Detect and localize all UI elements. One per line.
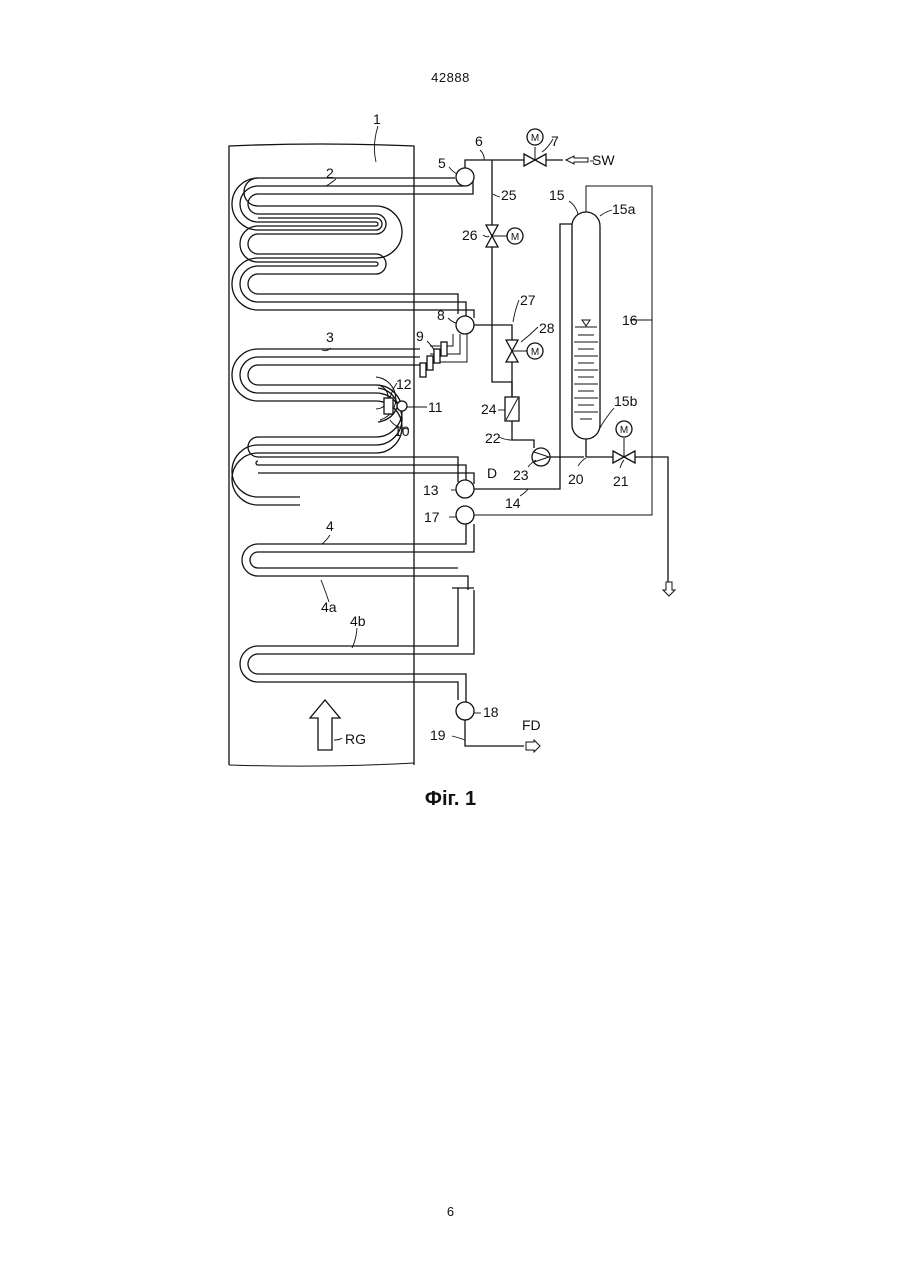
label-FD: FD: [522, 717, 541, 733]
motor-labels: M M M M: [511, 133, 628, 436]
label-16: 16: [622, 312, 638, 328]
label-4a: 4a: [321, 599, 337, 615]
flue-gas-arrow: [310, 700, 340, 750]
label-3: 3: [326, 329, 334, 345]
label-27: 27: [520, 292, 536, 308]
label-RG: RG: [345, 731, 366, 747]
motor-28-label: M: [531, 347, 539, 358]
header-5: [456, 168, 474, 186]
label-17: 17: [424, 509, 440, 525]
header-13: [456, 480, 474, 498]
label-26: 26: [462, 227, 478, 243]
label-11: 11: [428, 399, 443, 415]
label-28: 28: [539, 320, 555, 336]
label-1: 1: [373, 111, 381, 127]
figure-caption: Фіг. 1: [0, 788, 901, 811]
label-25: 25: [501, 187, 517, 203]
header-8: [456, 316, 474, 334]
page-number: 6: [0, 1204, 901, 1219]
motor-26-label: M: [511, 232, 519, 243]
label-D: D: [487, 465, 497, 481]
heat-exchanger-2: [232, 178, 474, 318]
label-4: 4: [326, 518, 334, 534]
injection-valves-9: [420, 342, 447, 377]
label-8: 8: [437, 307, 445, 323]
label-19: 19: [430, 727, 446, 743]
label-9: 9: [416, 328, 424, 344]
label-22: 22: [485, 430, 501, 446]
header-18: [456, 702, 474, 720]
label-20: 20: [568, 471, 584, 487]
label-15a: 15a: [612, 201, 636, 217]
line-14: [474, 224, 572, 489]
drain-line-21: [586, 421, 675, 596]
label-15: 15: [549, 187, 565, 203]
separator-vessel-15: [474, 186, 652, 515]
label-14: 14: [505, 495, 521, 511]
label-12: 12: [396, 376, 412, 392]
label-SW: SW: [592, 152, 615, 168]
label-6: 6: [475, 133, 483, 149]
motor-21-label: M: [620, 425, 628, 436]
label-10: 10: [394, 423, 410, 439]
label-5: 5: [438, 155, 446, 171]
flue-gas-duct: [229, 144, 414, 766]
label-2: 2: [326, 165, 334, 181]
label-18: 18: [483, 704, 499, 720]
motor-7-label: M: [531, 133, 539, 144]
label-7: 7: [551, 133, 559, 149]
header-17: [456, 506, 474, 524]
label-23: 23: [513, 467, 529, 483]
label-24: 24: [481, 401, 497, 417]
label-13: 13: [423, 482, 439, 498]
feed-line-6: [465, 129, 588, 168]
label-15b: 15b: [614, 393, 638, 409]
label-21: 21: [613, 473, 629, 489]
label-4b: 4b: [350, 613, 366, 629]
